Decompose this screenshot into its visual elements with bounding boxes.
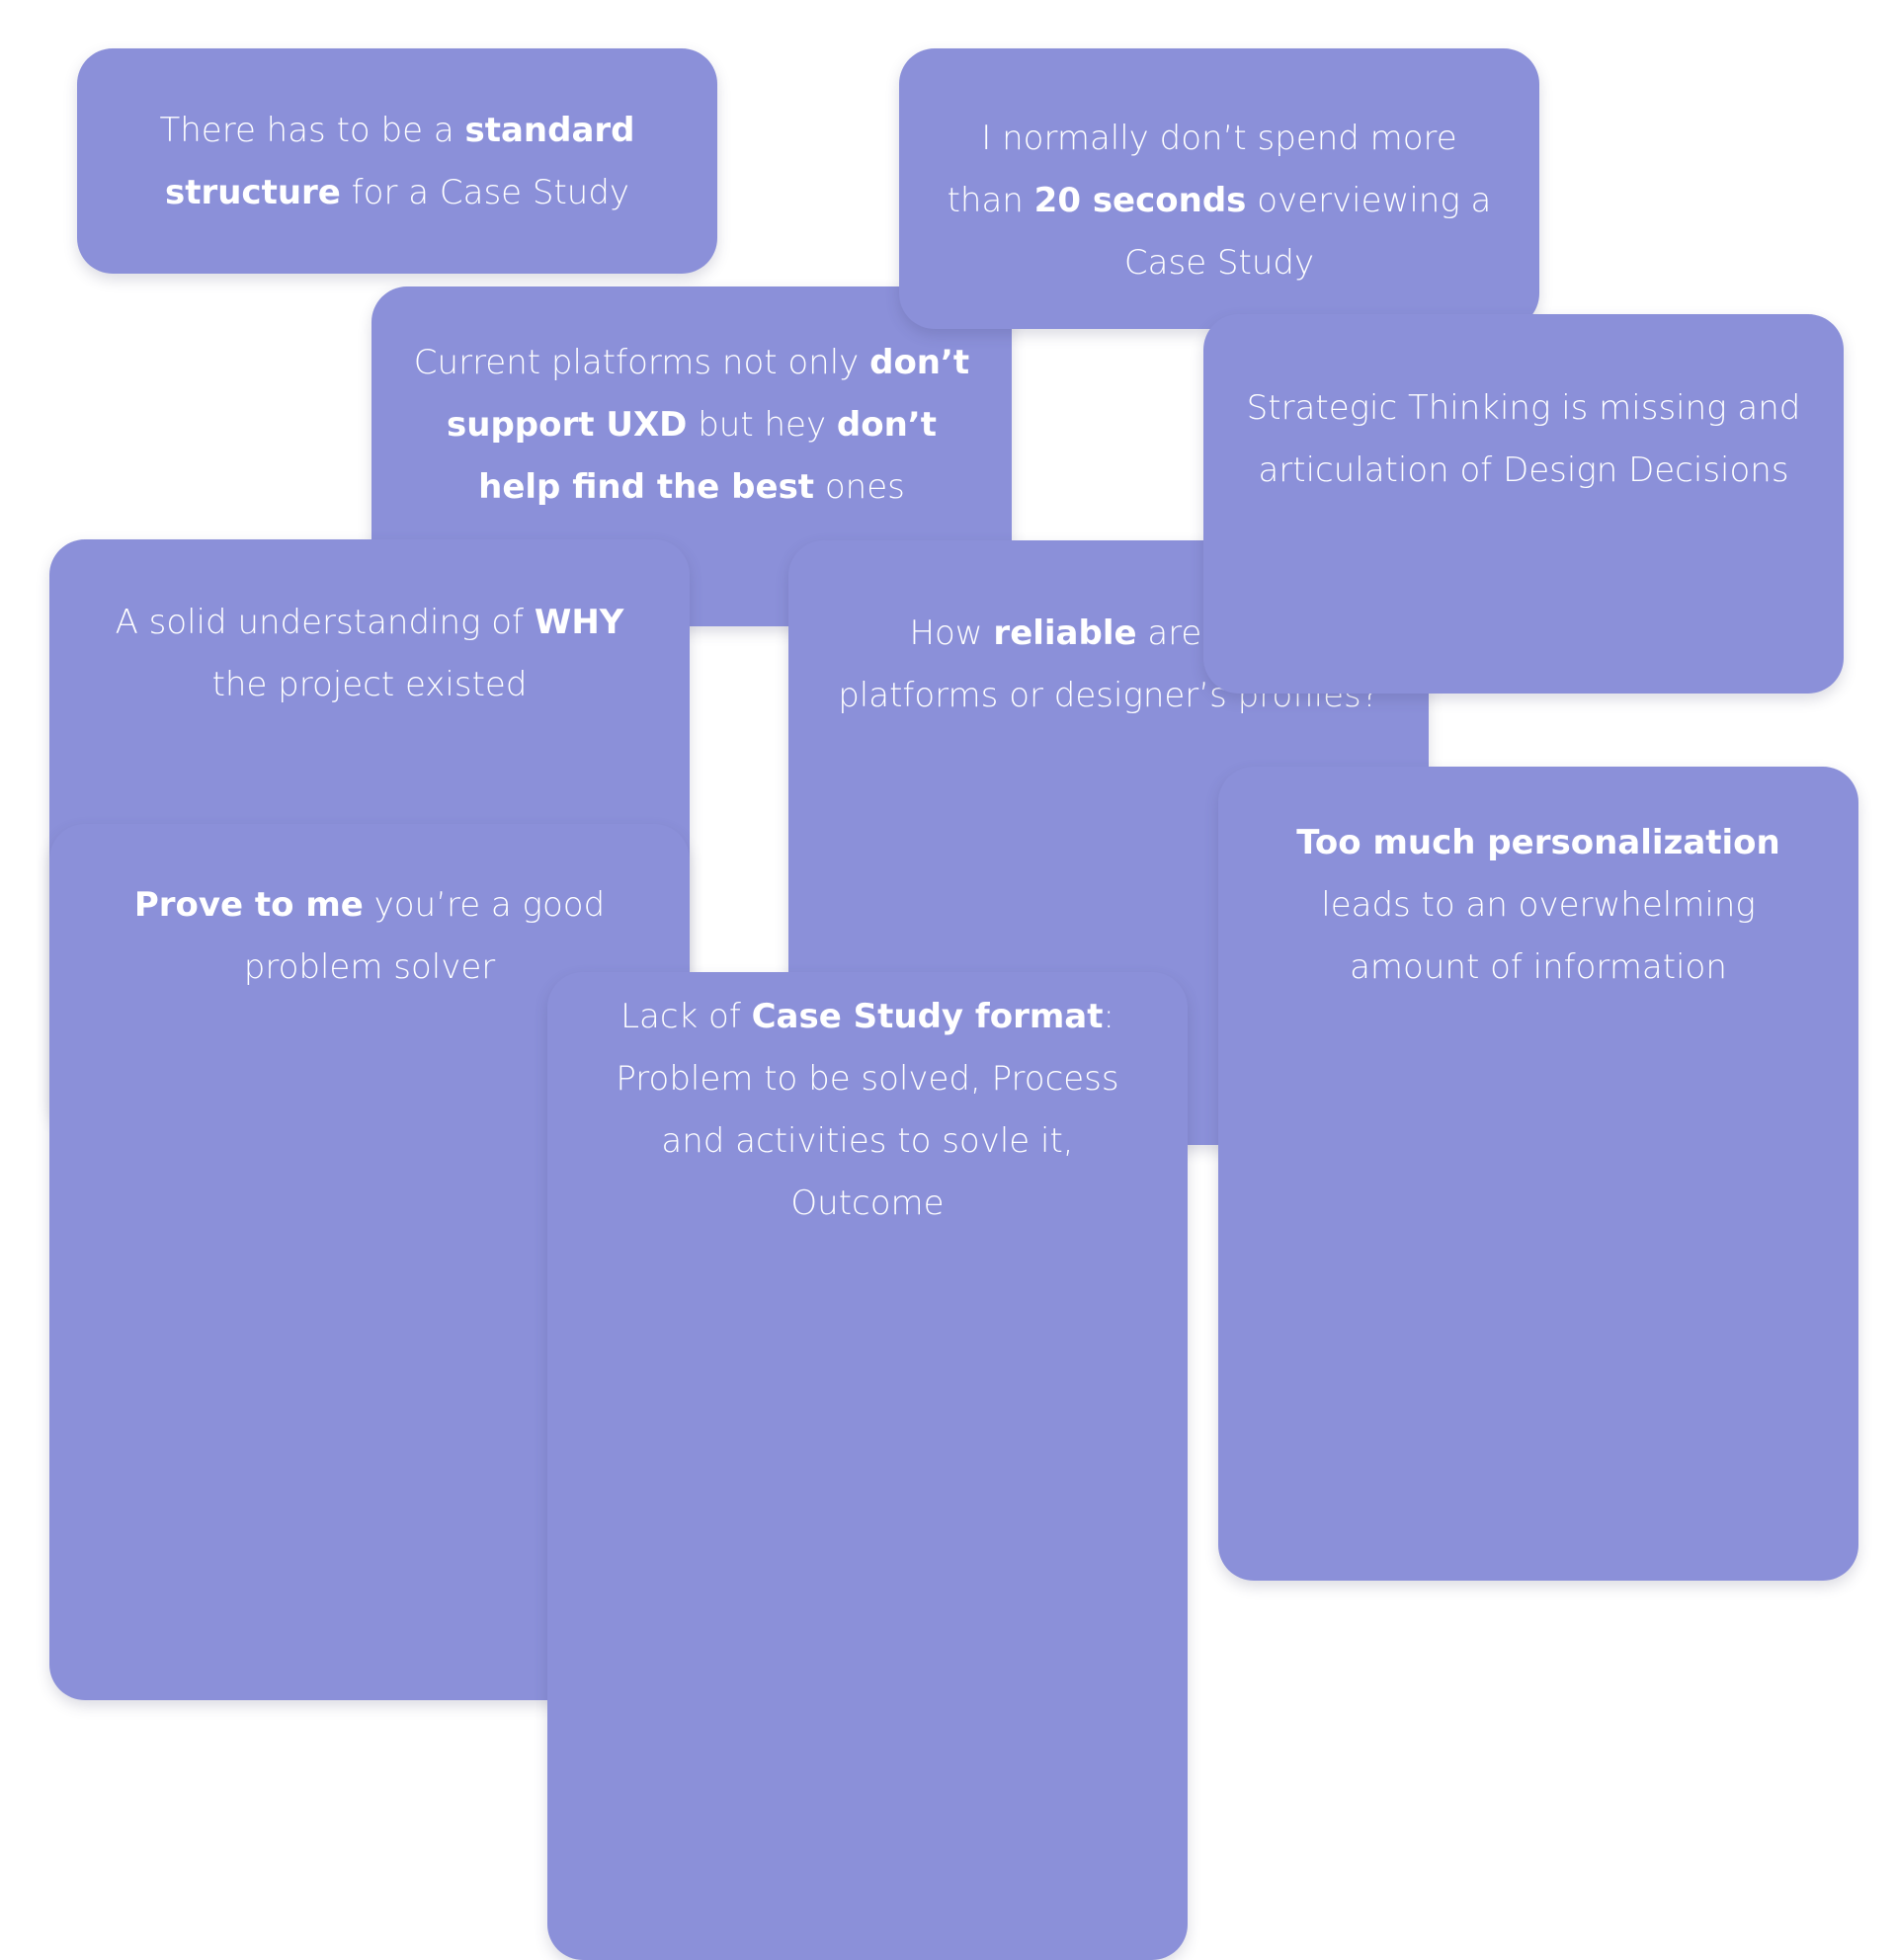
note-text: Strategic Thinking is missing and articu…: [1243, 377, 1804, 502]
note-text: I normally don’t spend more than 20 seco…: [939, 108, 1500, 294]
sticky-note-too-much-personalization: Too much personalization leads to an ove…: [1218, 767, 1858, 1581]
note-text-segment: A solid understanding of: [115, 603, 535, 642]
sticky-note-case-study-format: Lack of Case Study format: Problem to be…: [547, 972, 1188, 1960]
note-text: Lack of Case Study format: Problem to be…: [587, 986, 1148, 1235]
sticky-note-strategic-thinking: Strategic Thinking is missing and articu…: [1203, 314, 1844, 694]
note-text-segment: overviewing a Case Study: [1123, 181, 1492, 283]
note-text-segment: leads to an overwhelming amount of infor…: [1321, 885, 1756, 987]
note-emphasis: don’t support UXD: [447, 343, 970, 445]
note-text-segment: the project existed: [211, 665, 528, 704]
note-text-segment: There has to be a: [159, 111, 465, 150]
note-emphasis: don’t help find the best: [478, 405, 937, 507]
sticky-note-20-seconds: I normally don’t spend more than 20 seco…: [899, 48, 1539, 329]
note-emphasis: standard structure: [164, 111, 635, 212]
note-emphasis: Too much personalization: [1296, 823, 1780, 862]
note-text-segment: Current platforms not only: [413, 343, 870, 382]
note-emphasis: Prove to me: [133, 885, 364, 925]
note-text-segment: ones: [814, 467, 905, 507]
note-text-segment: for a Case Study: [340, 173, 630, 212]
note-emphasis: reliable: [993, 613, 1137, 653]
note-text-segment: you’re a good problem solver: [243, 885, 606, 987]
note-text: Prove to me you’re a good problem solver: [89, 874, 650, 999]
note-text: A solid understanding of WHY the project…: [89, 592, 650, 716]
note-text-segment: Strategic Thinking is missing and articu…: [1246, 388, 1801, 490]
note-text-segment: How: [909, 613, 994, 653]
note-emphasis: 20 seconds: [1033, 181, 1247, 220]
note-text-segment: Lack of: [620, 997, 752, 1036]
note-text: There has to be a standard structure for…: [117, 100, 678, 224]
sticky-note-standard-structure: There has to be a standard structure for…: [77, 48, 717, 274]
note-text: Current platforms not only don’t support…: [411, 332, 972, 519]
note-text: Too much personalization leads to an ove…: [1258, 812, 1819, 999]
note-text-segment: : Problem to be solved, Process and acti…: [616, 997, 1119, 1223]
note-text-segment: but hey: [687, 405, 837, 445]
note-text-segment: I normally don’t spend more than: [947, 119, 1457, 220]
affinity-board: There has to be a standard structure for…: [49, 48, 1858, 1960]
note-emphasis: Case Study format: [751, 997, 1104, 1036]
note-emphasis: WHY: [534, 603, 624, 642]
